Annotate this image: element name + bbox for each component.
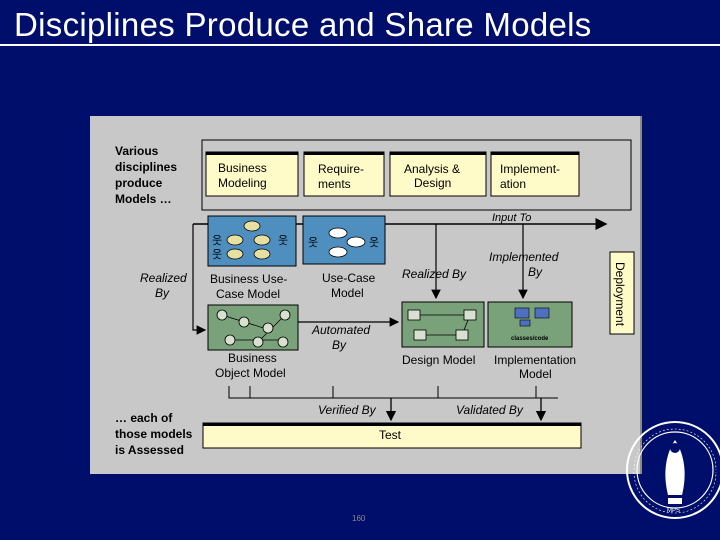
discipline-label-4a: Implement- xyxy=(500,162,560,176)
deployment-box xyxy=(609,251,635,335)
intro-text-line-1: Various xyxy=(115,144,159,158)
realized-by-left-label-1: Realized xyxy=(140,271,187,285)
test-box-topbar xyxy=(203,423,581,426)
automated-by-label-2: By xyxy=(332,338,347,352)
implemented-by-label-2: By xyxy=(528,265,543,279)
svg-text:웃: 웃 xyxy=(369,236,379,249)
business-use-case-model-label-2: Case Model xyxy=(216,287,280,301)
business-use-case-model-label-1: Business Use- xyxy=(210,272,287,286)
implementation-model-label-2: Model xyxy=(519,367,552,381)
assessed-text-line-3: is Assessed xyxy=(115,443,184,457)
discipline-business-modeling: Business Modeling xyxy=(205,151,299,197)
svg-text:웃: 웃 xyxy=(212,248,222,261)
discipline-analysis-design: Analysis & Design xyxy=(389,151,487,197)
discipline-label-3a: Analysis & xyxy=(404,162,460,176)
discipline-implementation: Implement- ation xyxy=(490,151,580,197)
realized-by-left-arrow xyxy=(192,224,207,335)
automated-by-label-1: Automated xyxy=(311,323,370,337)
svg-text:웃: 웃 xyxy=(308,236,318,249)
discipline-label-2b: ments xyxy=(318,177,351,191)
assessed-text-line-2: those models xyxy=(115,427,193,441)
svg-text:웃: 웃 xyxy=(278,234,288,247)
university-seal-logo: MPS xyxy=(626,421,720,519)
slide-title: Disciplines Produce and Share Models xyxy=(14,6,592,43)
discipline-label-3b: Design xyxy=(414,176,451,190)
input-to-label: Input To xyxy=(492,212,531,224)
realized-by-left-label-2: By xyxy=(155,286,170,300)
discipline-label-1b: Modeling xyxy=(218,176,267,190)
deployment-label: Deployment xyxy=(613,262,627,327)
intro-text-line-3: produce xyxy=(115,176,163,190)
business-object-model-label-1: Business xyxy=(228,351,277,365)
svg-text:웃: 웃 xyxy=(212,234,222,247)
verified-by-label: Verified By xyxy=(318,403,377,417)
svg-text:MPS: MPS xyxy=(667,508,680,514)
use-case-model-label-2: Model xyxy=(331,286,364,300)
discipline-label-1a: Business xyxy=(218,161,267,175)
discipline-label-2a: Require- xyxy=(318,162,364,176)
business-use-case-model-icon: 웃 웃 웃 xyxy=(207,215,297,267)
use-case-model-icon: 웃 웃 xyxy=(302,215,386,265)
intro-text-line-2: disciplines xyxy=(115,160,177,174)
page-number: 160 xyxy=(352,514,366,523)
implementation-model-label-1: Implementation xyxy=(494,353,576,367)
assessment-collector-line xyxy=(228,386,558,399)
realized-by-mid-label: Realized By xyxy=(402,267,467,281)
test-box xyxy=(202,422,582,449)
business-object-model-icon xyxy=(207,304,299,351)
business-object-model-label-2: Object Model xyxy=(215,366,286,380)
implemented-by-label-1: Implemented xyxy=(489,250,559,264)
intro-text-line-4: Models … xyxy=(115,192,172,206)
assessed-text-line-1: … each of xyxy=(115,411,173,425)
use-case-model-label-1: Use-Case xyxy=(322,271,376,285)
design-model-icon xyxy=(401,301,485,348)
title-divider xyxy=(0,44,720,46)
implementation-icon-text: classes/code xyxy=(511,336,549,342)
design-model-label: Design Model xyxy=(402,353,475,367)
discipline-label-4b: ation xyxy=(500,177,526,191)
test-label: Test xyxy=(379,428,402,442)
validated-by-label: Validated By xyxy=(456,403,524,417)
implementation-model-icon: classes/code xyxy=(487,301,573,348)
discipline-requirements: Require- ments xyxy=(303,151,385,197)
